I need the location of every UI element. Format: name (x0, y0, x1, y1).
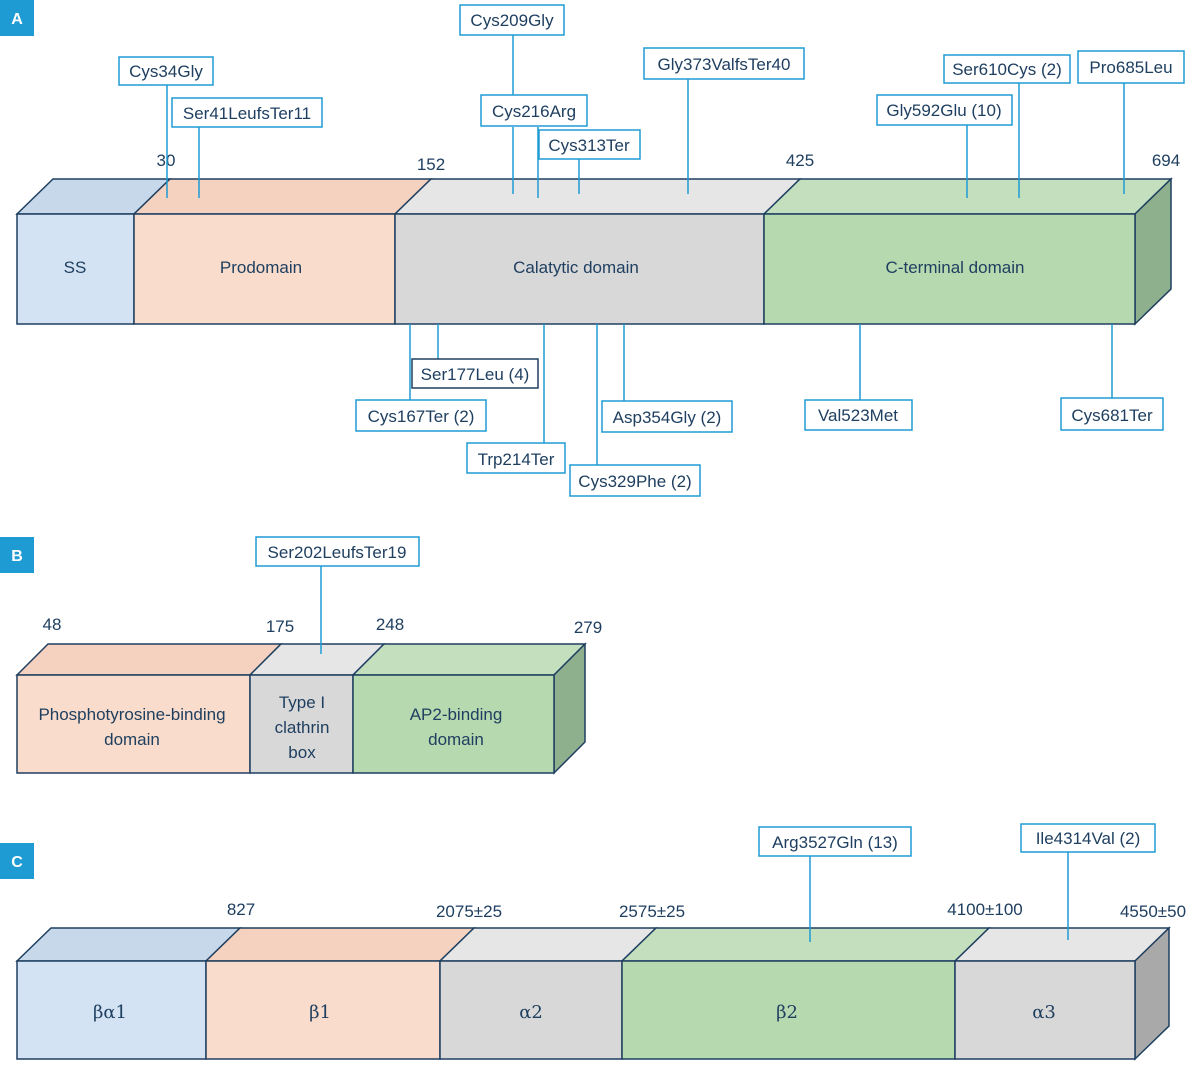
b2-top-face (620, 927, 991, 962)
mutation-asp354gly: Asp354Gly (2) (613, 408, 722, 427)
position-label: 2575±25 (619, 902, 685, 921)
mutation-box-cys216arg (480, 94, 588, 127)
prodomain-domain (133, 213, 396, 325)
a2-top-face (438, 927, 658, 962)
position-label: 4100±100 (947, 900, 1023, 919)
mutation-arg3527gln: Arg3527Gln (13) (772, 833, 898, 852)
mutation-box-gly592glu (876, 94, 1013, 126)
mutation-cys681ter: Cys681Ter (1071, 406, 1153, 425)
cterminal-domain (763, 213, 1136, 325)
mutation-box-cys313ter (538, 129, 641, 160)
a2-domain (439, 960, 623, 1060)
mutation-box-ser177leu (411, 358, 539, 389)
mutation-box-val523met (804, 399, 913, 431)
b1-top-face (204, 927, 476, 962)
mutation-ile4314val: Ile4314Val (2) (1036, 829, 1141, 848)
clathrin-label-line1: Type I (279, 693, 325, 712)
prodomain-label: Prodomain (220, 258, 302, 277)
ap2-label-line2: domain (428, 730, 484, 749)
b2-domain (621, 960, 956, 1060)
mutation-ser610cys: Ser610Cys (2) (952, 60, 1062, 79)
ptb-label-line2: domain (104, 730, 160, 749)
ss-domain (16, 213, 135, 325)
ap2-top-face (351, 643, 587, 676)
position-label: 30 (157, 151, 176, 170)
panel-b: B Phosphotyrosine-binding domain Type I … (0, 536, 602, 775)
ba1-label: βα1 (93, 1002, 127, 1023)
mutation-cys216arg: Cys216Arg (492, 102, 576, 121)
mutation-val523met: Val523Met (818, 406, 898, 425)
ba1-domain (16, 960, 207, 1060)
panel-a-top-leaders (166, 35, 1125, 198)
catalytic-top-face (393, 178, 802, 215)
position-label: 248 (376, 615, 404, 634)
prodomain-top-face (132, 178, 433, 215)
mutation-gly373valfster40: Gly373ValfsTer40 (658, 55, 791, 74)
panel-c-label: C (11, 854, 23, 871)
mutation-box-asp354gly (601, 400, 733, 433)
position-label: 827 (227, 900, 255, 919)
position-label: 152 (417, 155, 445, 174)
mutation-box-ile4314val (1020, 823, 1156, 853)
panel-b-label: B (11, 548, 23, 565)
mutation-pro685leu: Pro685Leu (1089, 58, 1172, 77)
mutation-trp214ter: Trp214Ter (478, 450, 555, 469)
mutation-box-trp214ter (466, 442, 566, 474)
mutation-box-pro685leu (1077, 50, 1185, 84)
panel-a-bottom-leaders (409, 324, 1113, 465)
position-label: 2075±25 (436, 902, 502, 921)
mutation-box-cys329phe (569, 464, 701, 497)
mutation-cys313ter: Cys313Ter (548, 136, 630, 155)
mutation-cys329phe: Cys329Phe (2) (578, 472, 691, 491)
position-label: 694 (1152, 151, 1180, 170)
ba1-top-face (15, 927, 242, 962)
position-label: 48 (43, 615, 62, 634)
clathrin-domain (249, 674, 354, 774)
cterminal-label: C-terminal domain (886, 258, 1025, 277)
a3-label: α3 (1032, 1002, 1056, 1023)
panel-c-tag (0, 843, 34, 879)
clathrin-label-line3: box (288, 743, 316, 762)
mutation-box-cys681ter (1060, 397, 1164, 431)
position-label: 175 (266, 617, 294, 636)
position-label: 4550±50 (1120, 902, 1186, 921)
mutation-box-cys209gly (459, 4, 565, 36)
mutation-box-cys34gly (118, 56, 214, 86)
ss-label: SS (64, 258, 87, 277)
mutation-cys209gly: Cys209Gly (470, 11, 554, 30)
a2-label: α2 (519, 1002, 543, 1023)
ptb-label-line1: Phosphotyrosine-binding (38, 705, 225, 724)
position-label: 425 (786, 151, 814, 170)
mutation-ser202leufster19: Ser202LeufsTer19 (268, 543, 407, 562)
mutation-box-arg3527gln (758, 826, 912, 857)
mutation-box-ser202 (255, 536, 420, 567)
panel-a-label: A (11, 11, 23, 28)
ap2-domain (352, 674, 555, 774)
a3-top-face (953, 927, 1171, 962)
clathrin-label-line2: clathrin (275, 718, 330, 737)
mutation-cys34gly: Cys34Gly (129, 62, 203, 81)
panel-a: A SS Prodomain Calatytic domain C-termin… (0, 0, 1185, 497)
catalytic-domain (394, 213, 765, 325)
mutation-box-ser610cys (943, 54, 1071, 84)
mutation-box-cys167ter (355, 399, 487, 432)
b2-label: β2 (776, 1002, 798, 1023)
a3-domain (954, 960, 1136, 1060)
panel-c: C βα1 β1 α2 β2 α3 827 2075±25 2575±25 41… (0, 823, 1186, 1061)
mutation-gly592glu: Gly592Glu (10) (886, 101, 1001, 120)
catalytic-label: Calatytic domain (513, 258, 639, 277)
mutation-box-ser41 (171, 97, 323, 128)
mutation-ser41leufster11: Ser41LeufsTer11 (183, 104, 311, 123)
mutation-box-gly373 (643, 47, 805, 80)
mutation-cys167ter: Cys167Ter (2) (368, 407, 475, 426)
mutation-ser177leu: Ser177Leu (4) (421, 365, 530, 384)
panel-a-tag (0, 0, 34, 36)
b1-label: β1 (309, 1002, 331, 1023)
position-label: 279 (574, 618, 602, 637)
ptb-top-face (15, 643, 283, 676)
panel-b-tag (0, 537, 34, 573)
ptb-domain (16, 674, 251, 774)
ap2-label-line1: AP2-binding (410, 705, 503, 724)
